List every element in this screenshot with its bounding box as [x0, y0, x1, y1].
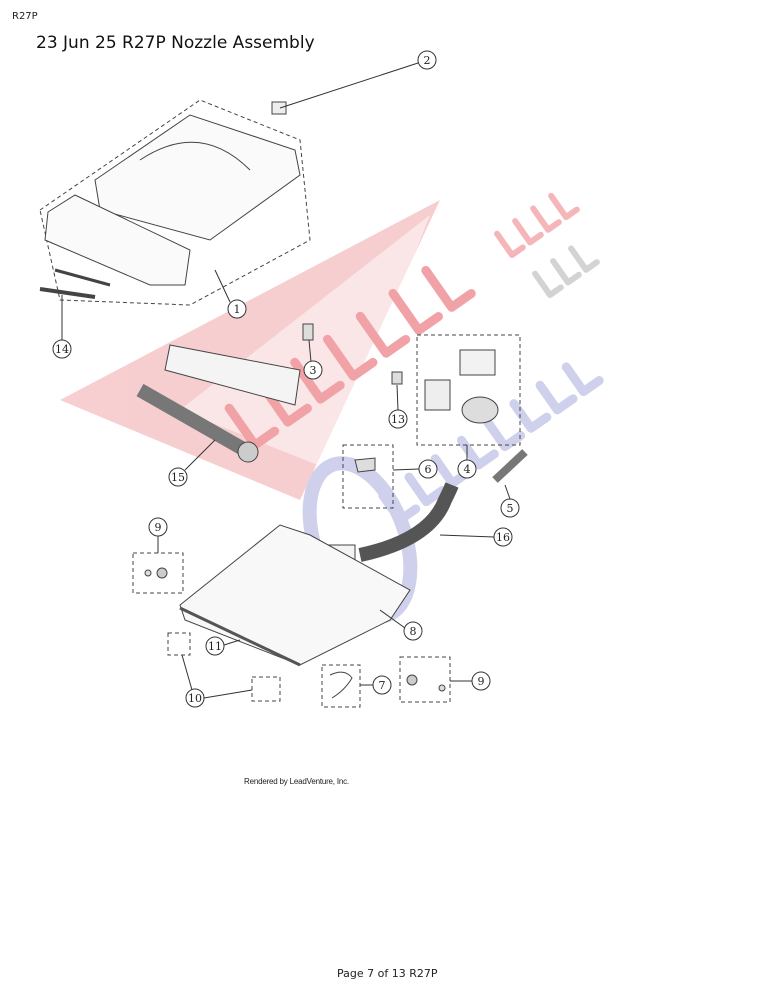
- callout-circle: [303, 360, 323, 380]
- callout-wheel-kit-right: 9: [471, 671, 491, 691]
- watermark-letter-shape: [509, 399, 552, 433]
- watermark-letter-shape: [322, 334, 378, 381]
- callout-number: 9: [478, 675, 485, 688]
- callout-number: 4: [464, 463, 471, 476]
- render-credit: Rendered by LeadVenture, Inc.: [244, 777, 349, 786]
- callout-number: 7: [379, 679, 386, 692]
- callout-number: 5: [507, 502, 514, 515]
- callout-number: 16: [496, 531, 510, 544]
- callout-circle: [227, 299, 247, 319]
- watermark-letter-shape: [568, 245, 600, 273]
- callout-belt: 5: [500, 498, 520, 518]
- page-footer: Page 7 of 13 R27P: [337, 967, 438, 980]
- callout-number: 9: [155, 521, 162, 534]
- callout-small-block: 13: [388, 409, 408, 429]
- watermark-letter-shape: [494, 230, 526, 258]
- callout-number: 11: [208, 640, 222, 653]
- callout-number: 13: [391, 413, 405, 426]
- callout-strip: 14: [52, 339, 72, 359]
- callout-circle: [388, 409, 408, 429]
- watermark-letter-shape: [530, 205, 562, 233]
- callout-circle: [52, 339, 72, 359]
- watermark-letter-shape: [224, 403, 280, 450]
- callout-number: 1: [234, 303, 241, 316]
- watermark-letter-shape: [532, 270, 564, 298]
- page-title: 23 Jun 25 R27P Nozzle Assembly: [36, 33, 315, 53]
- callout-motor-assembly: 4: [457, 459, 477, 479]
- callout-bumper-strip: 11: [205, 636, 225, 656]
- callout-circle: [418, 459, 438, 479]
- callout-base-plate: 8: [403, 621, 423, 641]
- callout-number: 3: [310, 364, 317, 377]
- callout-brushroll: 15: [168, 467, 188, 487]
- watermark-letter-shape: [388, 288, 443, 335]
- watermark-letter-shape: [290, 357, 345, 404]
- callout-spring-kit: 6: [418, 459, 438, 479]
- callout-circle: [372, 675, 392, 695]
- callout-leader-lines: [61, 62, 511, 699]
- callout-circle: [457, 459, 477, 479]
- callout-circle: [403, 621, 423, 641]
- callout-circle: [500, 498, 520, 518]
- callout-number: 10: [188, 692, 202, 705]
- callout-number: 14: [55, 343, 69, 356]
- watermark-letter-shape: [404, 472, 447, 507]
- callout-circle: [168, 467, 188, 487]
- watermark-letter-shape: [421, 265, 476, 312]
- callout-wheel-kit-left: 9: [148, 517, 168, 537]
- callout-bracket: 7: [372, 675, 392, 695]
- watermark-logo: [60, 192, 604, 624]
- watermark-letter-shape: [561, 362, 604, 397]
- callout-circle: [471, 671, 491, 691]
- callout-switch: 2: [417, 50, 437, 70]
- callout-number: 15: [171, 471, 185, 484]
- callout-hood-assembly: 1: [227, 299, 247, 319]
- callout-number: 8: [410, 625, 417, 638]
- callout-circle: [417, 50, 437, 70]
- callout-circle: [493, 527, 513, 547]
- header-code: R27P: [12, 11, 38, 22]
- callout-number: 2: [424, 54, 431, 67]
- callout-clip: 3: [303, 360, 323, 380]
- watermark-letter-shape: [550, 258, 582, 286]
- watermark-letter-shape: [355, 311, 411, 358]
- watermark-letter-shape: [535, 380, 578, 415]
- watermark-letter-shape: [548, 192, 580, 221]
- callout-number: 6: [425, 463, 432, 476]
- callout-hose: 16: [493, 527, 513, 547]
- callout-circle: [185, 688, 205, 708]
- watermark-letter-shape: [483, 417, 526, 452]
- callout-screws: 10: [185, 688, 205, 708]
- watermark-letter-shape: [456, 435, 499, 470]
- watermark-letter-shape: [512, 218, 544, 246]
- callout-circle: [205, 636, 225, 656]
- callout-circle: [148, 517, 168, 537]
